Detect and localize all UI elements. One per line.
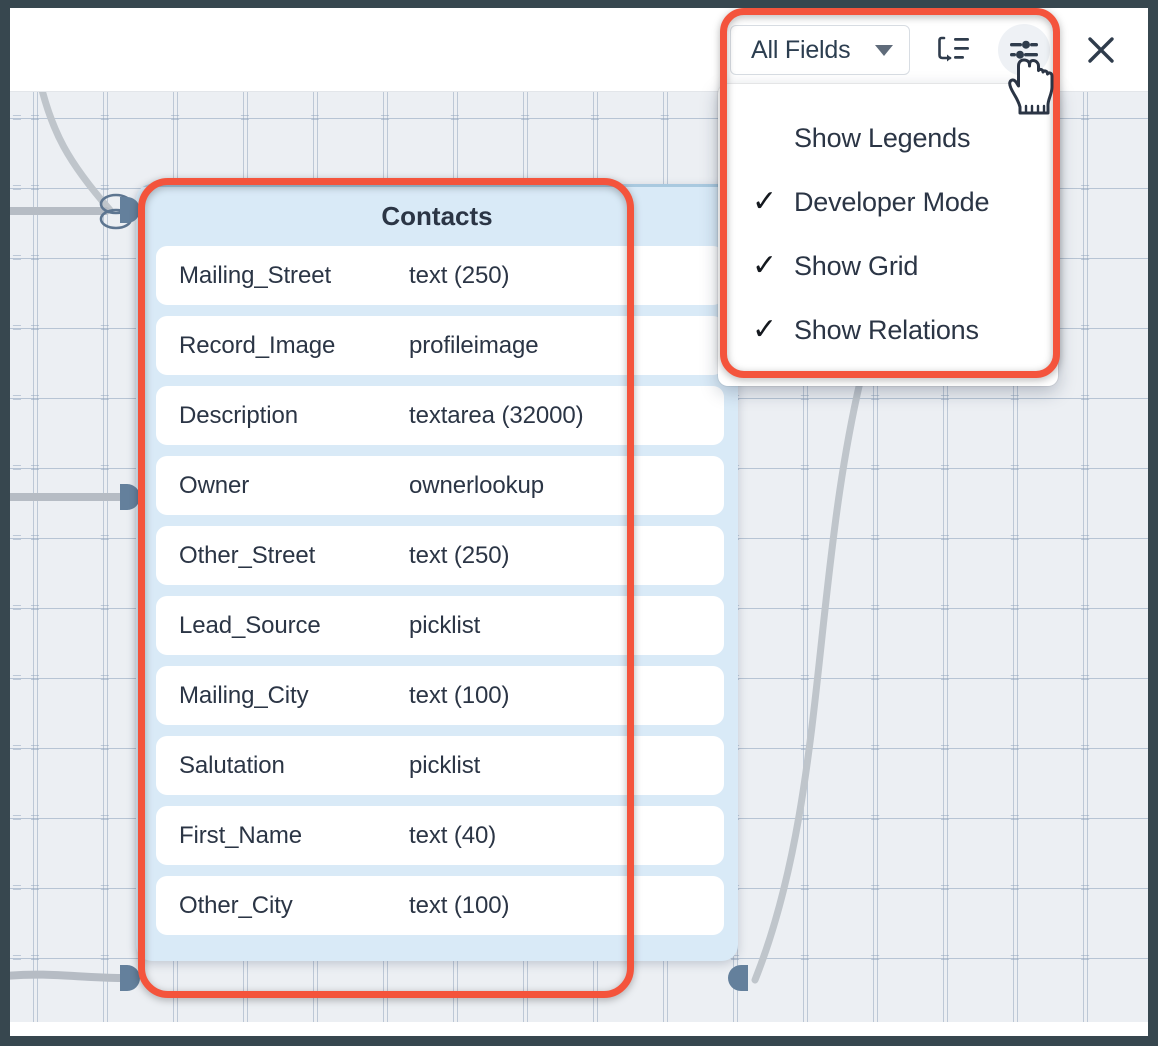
check-icon: ✓: [752, 185, 778, 218]
entity-card-contacts[interactable]: Contacts Mailing_Street text (250) Recor…: [136, 184, 738, 961]
field-type: text (100): [409, 681, 510, 709]
field-name: Description: [179, 401, 298, 429]
table-row[interactable]: Mailing_City text (100): [156, 666, 724, 725]
schema-builder-app: All Fields: [10, 8, 1148, 1036]
chevron-down-icon: [875, 44, 893, 56]
field-type: picklist: [409, 611, 481, 639]
field-name: Mailing_Street: [179, 261, 332, 289]
menu-item-show-grid[interactable]: ✓ Show Grid: [718, 234, 1058, 298]
toolbar-actions: All Fields: [730, 8, 1128, 92]
all-fields-dropdown[interactable]: All Fields: [730, 25, 910, 75]
menu-item-label: Show Legends: [794, 122, 971, 153]
connector-knob-top-left[interactable]: [120, 197, 140, 223]
field-name: Owner: [179, 471, 250, 499]
connector-knob-bottom-right[interactable]: [728, 965, 748, 991]
relations-layout-icon: [938, 36, 969, 62]
field-type: text (250): [409, 261, 510, 289]
relation-edges: [10, 92, 874, 984]
menu-item-developer-mode[interactable]: ✓ Developer Mode: [718, 170, 1058, 234]
entity-field-list: Mailing_Street text (250) Record_Image p…: [136, 246, 738, 961]
field-name: Record_Image: [179, 331, 336, 359]
menu-item-show-legends[interactable]: Show Legends: [718, 106, 1058, 170]
settings-sliders-icon: [1010, 40, 1038, 59]
menu-item-label: Show Relations: [794, 314, 979, 345]
table-row[interactable]: Owner ownerlookup: [156, 456, 724, 515]
field-name: Other_Street: [179, 541, 316, 569]
table-row[interactable]: Lead_Source picklist: [156, 596, 724, 655]
field-type: text (40): [409, 821, 497, 849]
field-type: textarea (32000): [409, 401, 584, 429]
check-icon: ✓: [752, 313, 778, 346]
field-name: Salutation: [179, 751, 285, 779]
entity-card-title: Contacts: [136, 184, 738, 246]
field-name: Other_City: [179, 891, 293, 919]
connector-knob-bottom-left[interactable]: [120, 965, 140, 991]
field-type: ownerlookup: [409, 471, 544, 499]
menu-item-show-relations[interactable]: ✓ Show Relations: [718, 298, 1058, 362]
table-row[interactable]: Salutation picklist: [156, 736, 724, 795]
field-name: First_Name: [179, 821, 303, 849]
menu-item-label: Show Grid: [794, 250, 919, 281]
close-button[interactable]: [1074, 23, 1128, 77]
relations-layout-button[interactable]: [928, 24, 980, 76]
table-row[interactable]: Other_Street text (250): [156, 526, 724, 585]
table-row[interactable]: Description textarea (32000): [156, 386, 724, 445]
check-icon: ✓: [752, 249, 778, 282]
field-type: text (100): [409, 891, 510, 919]
table-row[interactable]: Mailing_Street text (250): [156, 246, 724, 305]
table-row[interactable]: Other_City text (100): [156, 876, 724, 935]
table-row[interactable]: First_Name text (40): [156, 806, 724, 865]
field-type: picklist: [409, 751, 481, 779]
settings-dropdown-menu: Show Legends ✓ Developer Mode ✓ Show Gri…: [718, 84, 1058, 386]
field-name: Lead_Source: [179, 611, 321, 639]
field-name: Mailing_City: [179, 681, 309, 709]
menu-item-label: Developer Mode: [794, 186, 990, 217]
field-type: text (250): [409, 541, 510, 569]
settings-sliders-button[interactable]: [998, 24, 1050, 76]
close-icon: [1088, 37, 1114, 63]
connector-knob-mid-left[interactable]: [120, 484, 140, 510]
table-row[interactable]: Record_Image profileimage: [156, 316, 724, 375]
all-fields-dropdown-label: All Fields: [751, 35, 851, 64]
field-type: profileimage: [409, 331, 539, 359]
toolbar: All Fields: [10, 8, 1148, 92]
